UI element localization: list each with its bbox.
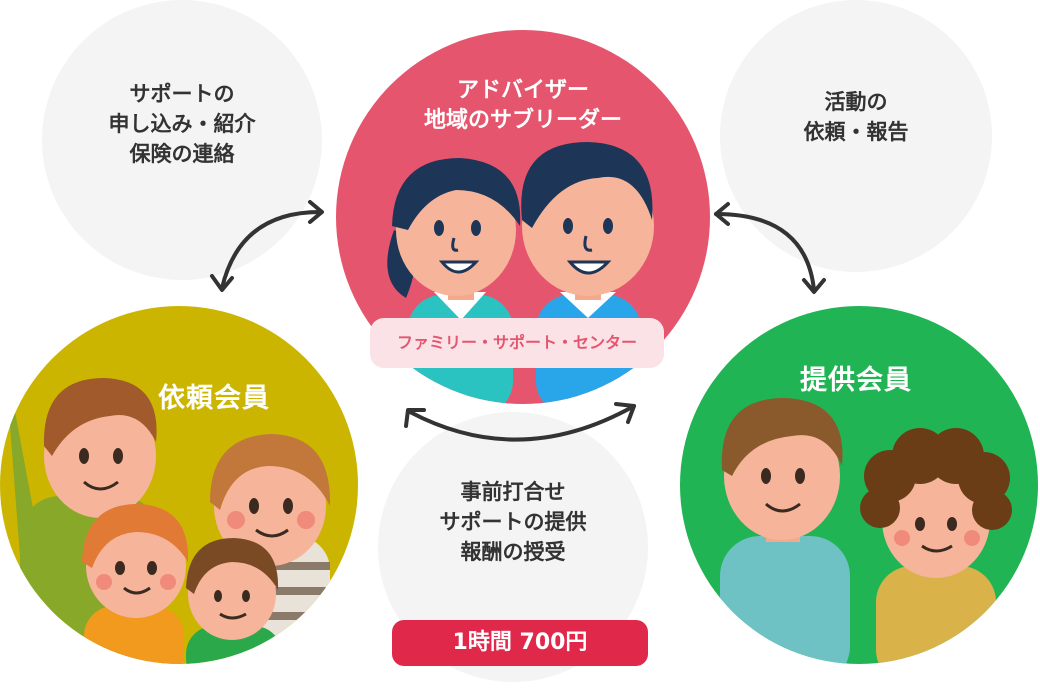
top-right-bubble: 活動の 依頼・報告 [720, 0, 992, 272]
provider-label: 提供会員 [800, 365, 912, 396]
provider-man [720, 398, 850, 664]
provider-woman [860, 428, 1012, 664]
advisor-title-line-2: 地域のサブリーダー [423, 108, 622, 134]
requester-illustration [5, 378, 331, 664]
price-badge: 1時間 700円 [392, 620, 648, 666]
top-left-bubble-line-2: 申し込み・紹介 [108, 111, 256, 136]
center-bubble-line-1: 事前打合せ [460, 480, 566, 504]
top-right-bubble-line-2: 依頼・報告 [803, 119, 909, 144]
requester-boy [186, 538, 282, 664]
advisor-woman [387, 158, 521, 404]
requester-label: 依頼会員 [158, 383, 270, 414]
requester-girl [82, 504, 189, 664]
top-right-bubble-line-1: 活動の [824, 90, 888, 114]
center-bubble-line-3: 報酬の授受 [460, 539, 566, 564]
top-left-bubble-line-1: サポートの [129, 82, 235, 106]
advisor-illustration [387, 142, 654, 404]
requester-circle: 依頼会員 [0, 306, 358, 664]
top-left-bubble: サポートの 申し込み・紹介 保険の連絡 [42, 0, 322, 280]
provider-illustration [720, 398, 1012, 664]
center-bubble-line-2: サポートの提供 [439, 509, 587, 534]
advisor-title-line-1: アドバイザー [456, 78, 589, 103]
center-label: ファミリー・サポート・センター [370, 318, 664, 368]
top-left-bubble-line-3: 保険の連絡 [129, 141, 235, 166]
provider-circle: 提供会員 [680, 306, 1038, 664]
